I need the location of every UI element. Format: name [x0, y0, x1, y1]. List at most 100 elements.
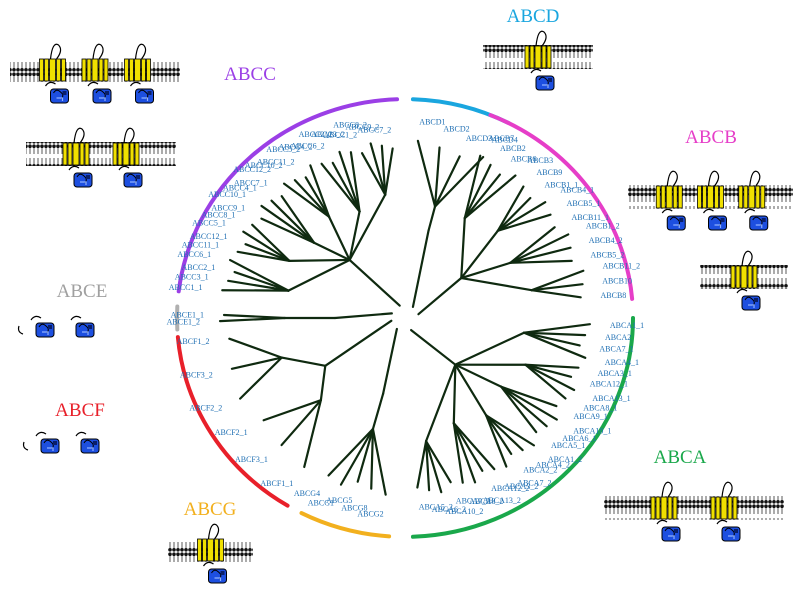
leaf-label: ABCC7_2: [358, 125, 392, 134]
family-label-abcg: ABCG: [184, 499, 237, 520]
leaf-label: ABCA9_2: [456, 497, 490, 506]
family-label-abca: ABCA: [654, 447, 707, 468]
leaf-label: ABCC8_2: [333, 121, 367, 130]
leaf-label: ABCC1_1: [169, 283, 203, 292]
leaf-branch: [424, 440, 443, 494]
leaf-label: ABCB4_1: [560, 186, 594, 195]
leaf-label: ABCC9_1: [211, 203, 245, 212]
leaf-label: ABCA8_1: [583, 403, 617, 412]
leaf-label: ABCB8: [601, 291, 627, 300]
leaf-branch: [242, 230, 291, 262]
leaf-branch: [433, 155, 461, 208]
trunk-abcd: [411, 229, 430, 309]
leaf-branch: [260, 217, 316, 244]
leaf-label: ABCF1_1: [260, 479, 293, 488]
leaf-label: ABCA2_2: [523, 465, 557, 474]
leaf-branch: [236, 250, 291, 262]
transporter-illustrations: [10, 30, 793, 584]
family-arcs: [174, 97, 635, 539]
branch-abcc-5: [348, 193, 387, 262]
leaf-branch: [356, 427, 375, 483]
tree-branches: [218, 139, 591, 496]
trunk-abcg: [381, 327, 398, 395]
leaf-label: ABCA4_2: [536, 461, 570, 470]
leaf-label: ABCA7_1: [599, 345, 633, 354]
leaf-branch: [522, 323, 591, 334]
trunk-abce: [333, 312, 393, 320]
leaf-branch: [331, 161, 361, 213]
leaf-label: ABCA2: [605, 333, 631, 342]
arc-abcb: [488, 113, 635, 301]
branch-abca-4: [452, 363, 457, 425]
leaf-branch: [485, 414, 536, 447]
leaf-branch: [463, 163, 492, 220]
family-label-abcc: ABCC: [224, 64, 276, 85]
leaf-branch: [509, 259, 573, 264]
leaf-branch: [339, 427, 375, 486]
leaf-branch: [260, 204, 316, 244]
leaf-label: ABCA6_1: [562, 434, 596, 443]
leaf-label: ABCB11_2: [603, 262, 641, 271]
leaf-label: ABCC4_2: [279, 143, 313, 152]
leaf-label: ABCF3_1: [235, 455, 268, 464]
leaf-label: ABCC8_1: [202, 211, 236, 220]
leaf-label: ABCA8_2: [469, 497, 503, 506]
leaf-branch: [524, 363, 573, 378]
leaf-branch: [485, 414, 508, 468]
branch-abcb-2: [460, 261, 512, 280]
leaf-branch: [485, 414, 513, 456]
leaf-label: ABCB7: [488, 134, 514, 143]
leaf-label: ABCA13_1: [592, 394, 630, 403]
leaf-label: ABCC11_1: [182, 241, 220, 250]
leaf-label: ABCA9_1: [574, 412, 608, 421]
family-label-abcf: ABCF: [55, 400, 105, 421]
leaf-branch: [433, 155, 485, 208]
leaf-branch: [229, 258, 290, 292]
arc-abcg: [299, 511, 392, 539]
family-label-abcd: ABCD: [507, 6, 560, 27]
leaf-branch: [496, 185, 525, 232]
branch-abca-0: [454, 331, 526, 366]
arc-abca: [410, 316, 635, 539]
leaf-label: ABCC3_1: [175, 273, 209, 282]
leaf-branch: [496, 196, 532, 232]
leaf-branch: [280, 195, 316, 244]
leaf-label: ABCA3_1: [598, 369, 632, 378]
leaf-branch: [509, 226, 556, 264]
leaf-label: ABCC2_1: [182, 263, 216, 272]
trunk-abcb: [417, 276, 463, 316]
leaf-label: ABCC10_2: [245, 161, 283, 170]
branch-abcc-0: [287, 258, 351, 292]
leaf-label: ABCB1_2: [586, 221, 620, 230]
leaf-branch: [233, 270, 290, 292]
leaf-branch: [380, 144, 387, 196]
leaf-label: ABCB2: [500, 144, 526, 153]
leaf-label: ABCA5_2: [419, 503, 453, 512]
leaf-branch: [463, 174, 517, 220]
leaf-branch: [524, 363, 576, 392]
leaf-branch: [452, 422, 496, 471]
leaf-branch: [452, 422, 484, 472]
leaf-branch: [227, 279, 290, 292]
leaf-label: ABCG5: [326, 496, 352, 505]
leaf-label: ABCB3: [527, 156, 553, 165]
leaf-label: ABCB9: [537, 168, 563, 177]
leaf-branch: [530, 269, 585, 292]
leaf-branch: [496, 213, 552, 232]
leaf-branch: [228, 337, 283, 359]
leaf-label: ABCD3: [466, 134, 492, 143]
branch-abcd-0: [427, 205, 437, 232]
leaf-branch: [327, 427, 375, 477]
leaf-label: ABCE1_1: [171, 311, 204, 320]
leaf-branch: [463, 154, 482, 220]
leaf-label: ABCA4_1: [605, 358, 639, 367]
leaf-label: ABCB6: [511, 154, 537, 163]
leaf-branch: [230, 356, 283, 370]
leaf-branch: [509, 233, 570, 264]
branch-abca-2: [454, 363, 503, 388]
leaf-branch: [452, 422, 464, 484]
leaf-label: ABCF1_2: [177, 337, 210, 346]
leaf-labels: ABCA1_1ABCA2ABCA7_1ABCA4_1ABCA3_1ABCA12_…: [167, 118, 644, 519]
leaf-label: ABCC5_1: [192, 218, 226, 227]
leaf-branch: [369, 142, 387, 196]
